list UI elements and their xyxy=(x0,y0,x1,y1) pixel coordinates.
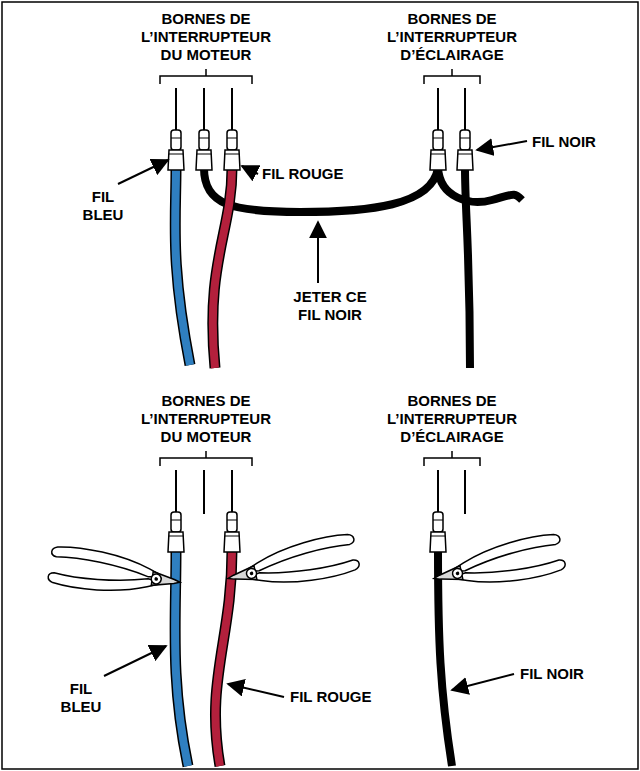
leader-arrows xyxy=(118,141,527,283)
wire-label: FIL ROUGE xyxy=(290,688,371,706)
terminal-group-label: BORNES DE L’INTERRUPTEUR D’ÉCLAIRAGE xyxy=(382,10,522,64)
terminal-brackets xyxy=(160,451,480,466)
discard-note: JETER CE FIL NOIR xyxy=(280,288,380,324)
terminal-group-label: BORNES DE L’INTERRUPTEUR DU MOTEUR xyxy=(136,392,276,446)
wire-label: FIL BLEU xyxy=(78,188,128,224)
wire-label: FIL BLEU xyxy=(56,680,106,716)
wires-bottom xyxy=(175,550,452,766)
wire-label: FIL ROUGE xyxy=(262,165,343,183)
crimp-terminals xyxy=(168,130,473,170)
terminal-group-label: BORNES DE L’INTERRUPTEUR DU MOTEUR xyxy=(136,10,276,64)
terminal-group-label: BORNES DE L’INTERRUPTEUR D’ÉCLAIRAGE xyxy=(382,392,522,446)
wires-top xyxy=(175,168,522,368)
switch-pins xyxy=(176,88,465,132)
wire-label: FIL NOIR xyxy=(532,133,596,151)
terminal-brackets xyxy=(160,69,480,84)
wire-cutters xyxy=(47,532,566,602)
switch-pins xyxy=(176,470,465,514)
wire-label: FIL NOIR xyxy=(520,665,584,683)
